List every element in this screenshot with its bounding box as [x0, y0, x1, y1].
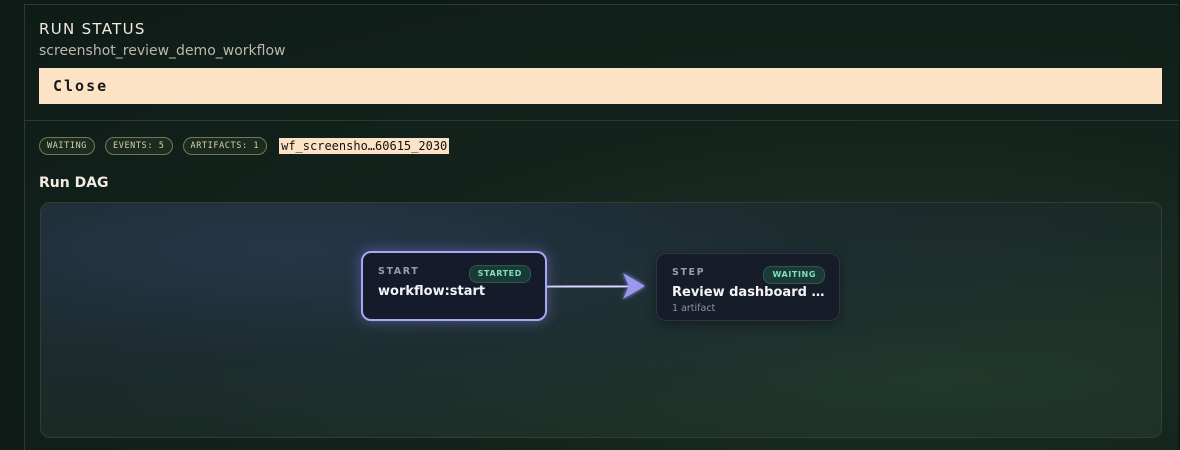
- dag-edge-arrowhead: [623, 273, 645, 299]
- workflow-name: screenshot_review_demo_workflow: [39, 43, 286, 59]
- panel-title: RUN STATUS: [39, 20, 146, 38]
- node-kind: START: [378, 266, 420, 277]
- run-badges: WAITING EVENTS: 5 ARTIFACTS: 1 wf_screen…: [39, 137, 450, 155]
- run-status-panel: RUN STATUS screenshot_review_demo_workfl…: [24, 4, 1179, 450]
- dag-canvas[interactable]: START STARTED workflow:start STEP WAITIN…: [40, 202, 1162, 438]
- dag-title: Run DAG: [39, 175, 109, 191]
- dag-node-start[interactable]: START STARTED workflow:start: [361, 251, 547, 321]
- status-badge: WAITING: [39, 137, 96, 155]
- events-badge: EVENTS: 5: [105, 137, 173, 155]
- panel-header: RUN STATUS screenshot_review_demo_workfl…: [25, 5, 1179, 121]
- node-status-badge: STARTED: [468, 265, 531, 283]
- node-label: Review dashboard scre...: [672, 285, 832, 300]
- node-status-badge: WAITING: [763, 266, 825, 284]
- run-id: wf_screensho…60615_2030: [279, 138, 450, 154]
- dag-node-step[interactable]: STEP WAITING Review dashboard scre... 1 …: [656, 253, 840, 321]
- node-artifact-count: 1 artifact: [672, 303, 716, 314]
- node-label: workflow:start: [378, 284, 486, 299]
- dag-edge-line: [546, 284, 634, 289]
- artifacts-badge: ARTIFACTS: 1: [182, 137, 268, 155]
- close-button[interactable]: Close: [39, 68, 1162, 104]
- dag-edges: [546, 273, 645, 299]
- node-kind: STEP: [672, 267, 706, 278]
